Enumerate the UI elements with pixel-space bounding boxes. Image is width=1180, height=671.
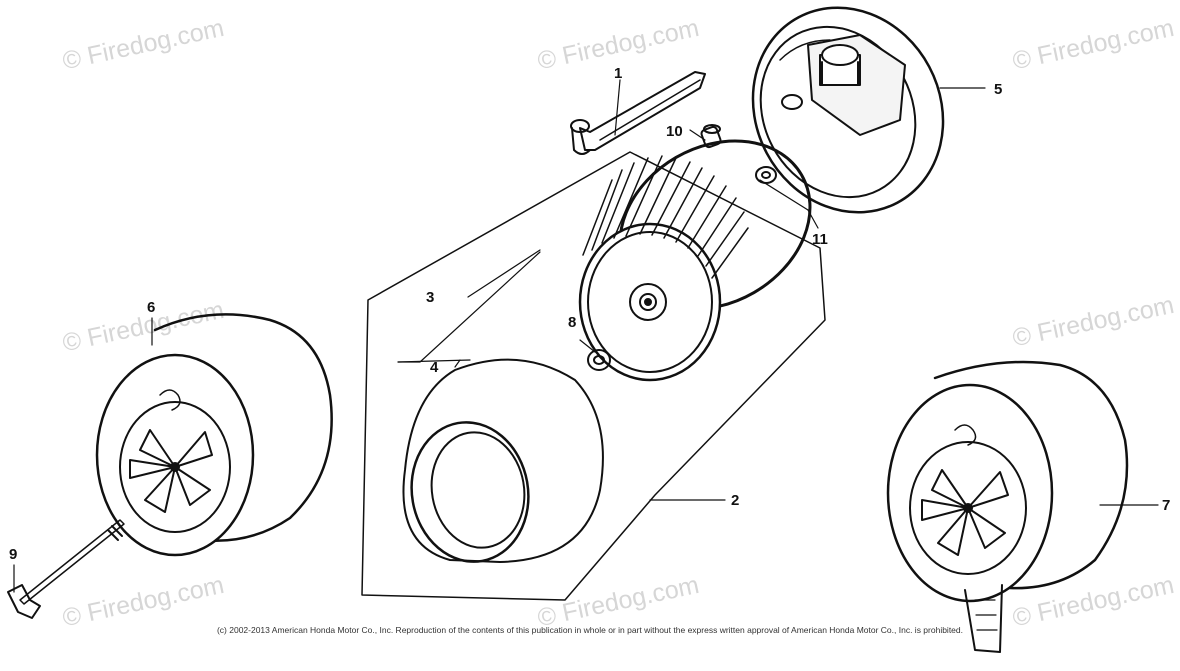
washer-nut bbox=[587, 349, 611, 371]
callout-5: 5 bbox=[994, 81, 1003, 98]
breather-tube bbox=[570, 71, 706, 155]
air-cleaner-cover-right bbox=[886, 360, 1129, 653]
copyright-notice: (c) 2002-2013 American Honda Motor Co., … bbox=[216, 625, 964, 635]
callout-10: 10 bbox=[666, 123, 683, 140]
callout-4: 4 bbox=[430, 359, 439, 376]
callout-11: 11 bbox=[812, 231, 828, 248]
air-cleaner-case bbox=[751, 6, 945, 214]
callout-2: 2 bbox=[731, 492, 740, 509]
callout-1: 1 bbox=[614, 65, 623, 82]
callout-7: 7 bbox=[1162, 497, 1171, 514]
callout-6: 6 bbox=[147, 299, 156, 316]
air-cleaner-cover-left bbox=[95, 313, 333, 557]
foam-element bbox=[402, 358, 604, 563]
collar bbox=[700, 124, 722, 149]
kit-outline bbox=[361, 151, 826, 601]
wing-bolt bbox=[7, 519, 125, 619]
callout-9: 9 bbox=[9, 546, 18, 563]
nut bbox=[755, 166, 777, 184]
air-filter-element bbox=[578, 139, 812, 382]
callout-3: 3 bbox=[426, 289, 435, 306]
leader-lines bbox=[13, 79, 1159, 593]
callout-8: 8 bbox=[568, 314, 577, 331]
